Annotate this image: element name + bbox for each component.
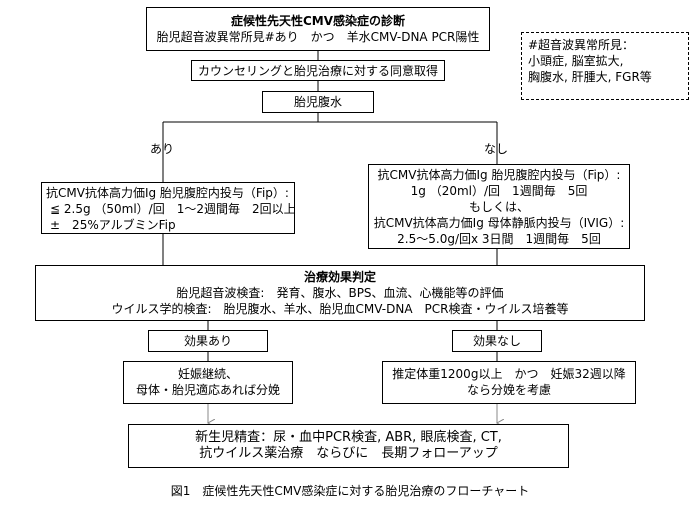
- left-treatment-box: 抗CMV抗体高力価Ig 胎児腹腔内投与（Fip）: ≦ 2.5g （50ml）/…: [41, 182, 296, 234]
- treatment-evaluation-box: 治療効果判定 胎児超音波検査: 発育、腹水、BPS、血流、心機能等の評価 ウイル…: [35, 265, 645, 321]
- right-treatment-box: 抗CMV抗体高力価Ig 胎児腹腔内投与（Fip）: 1g （20ml）/回 1週…: [368, 164, 630, 249]
- consent-box: カウンセリングと胎児治療に対する同意取得: [191, 60, 445, 81]
- branch-label-no: なし: [484, 142, 509, 156]
- right-treatment-line3: もしくは、: [468, 200, 529, 214]
- right-treatment-line4: 抗CMV抗体高力価Ig 母体静脈内投与（IVIG）:: [373, 216, 625, 230]
- left-treatment-line3: ± 25%アルブミンFip: [50, 218, 176, 232]
- left-outcome-line2: 母体・胎児適応あれば分娩: [135, 383, 280, 397]
- ultrasound-findings-line1: 小頭症, 脳室拡大,: [528, 54, 624, 68]
- ultrasound-findings-note: #超音波異常所見： 小頭症, 脳室拡大, 胸腹水, 肝腫大, FGR等: [521, 32, 689, 100]
- evaluation-line2: ウイルス学的検査: 胎児腹水、羊水、胎児血CMV-DNA PCR検査・ウイルス培…: [111, 302, 569, 316]
- consent-text: カウンセリングと胎児治療に対する同意取得: [197, 64, 438, 78]
- left-treatment-line2: ≦ 2.5g （50ml）/回 1～2週間毎 2回以上: [50, 202, 296, 216]
- fetal-ascites-box: 胎児腹水: [262, 91, 374, 113]
- evaluation-title: 治療効果判定: [303, 270, 376, 284]
- fetal-ascites-text: 胎児腹水: [293, 95, 342, 109]
- effect-no-box: 効果なし: [452, 330, 542, 352]
- neonatal-examination-box: 新生児精査：尿・血中PCR検査, ABR, 眼底検査, CT, 抗ウイルス薬治療…: [128, 424, 569, 468]
- effect-yes-box: 効果あり: [148, 330, 268, 352]
- right-outcome-line2: なら分娩を考慮: [466, 383, 551, 397]
- branch-label-yes: あり: [150, 142, 175, 156]
- ultrasound-findings-line2: 胸腹水, 肝腫大, FGR等: [528, 70, 652, 84]
- diagnosis-box: 症候性先天性CMV感染症の診断 胎児超音波異常所見#あり かつ 羊水CMV-DN…: [146, 7, 490, 51]
- left-outcome-line1: 妊娠継続、: [177, 367, 238, 381]
- right-treatment-line2: 1g （20ml）/回 1週間毎 5回: [410, 184, 588, 198]
- figure-caption: 図1 症候性先天性CMV感染症に対する胎児治療のフローチャート: [170, 484, 530, 498]
- evaluation-line1: 胎児超音波検査: 発育、腹水、BPS、血流、心機能等の評価: [176, 286, 504, 300]
- right-treatment-line1: 抗CMV抗体高力価Ig 胎児腹腔内投与（Fip）:: [377, 168, 621, 182]
- ultrasound-findings-title: #超音波異常所見：: [528, 38, 635, 52]
- right-outcome-box: 推定体重1200g以上 かつ 妊娠32週以降 なら分娩を考慮: [382, 361, 636, 404]
- right-outcome-line1: 推定体重1200g以上 かつ 妊娠32週以降: [392, 367, 626, 381]
- diagnosis-title: 症候性先天性CMV感染症の診断: [230, 14, 406, 28]
- left-treatment-line1: 抗CMV抗体高力価Ig 胎児腹腔内投与（Fip）:: [46, 186, 289, 200]
- neonatal-line1: 新生児精査：尿・血中PCR検査, ABR, 眼底検査, CT,: [195, 430, 502, 445]
- right-treatment-line5: 2.5～5.0g/回x 3日間 1週間毎 5回: [397, 232, 601, 246]
- diagnosis-criteria: 胎児超音波異常所見#あり かつ 羊水CMV-DNA PCR陽性: [156, 30, 480, 44]
- effect-no-text: 効果なし: [472, 334, 521, 348]
- effect-yes-text: 効果あり: [183, 334, 232, 348]
- left-outcome-box: 妊娠継続、 母体・胎児適応あれば分娩: [123, 361, 293, 404]
- neonatal-line2: 抗ウイルス薬治療 ならびに 長期フォローアップ: [199, 446, 498, 461]
